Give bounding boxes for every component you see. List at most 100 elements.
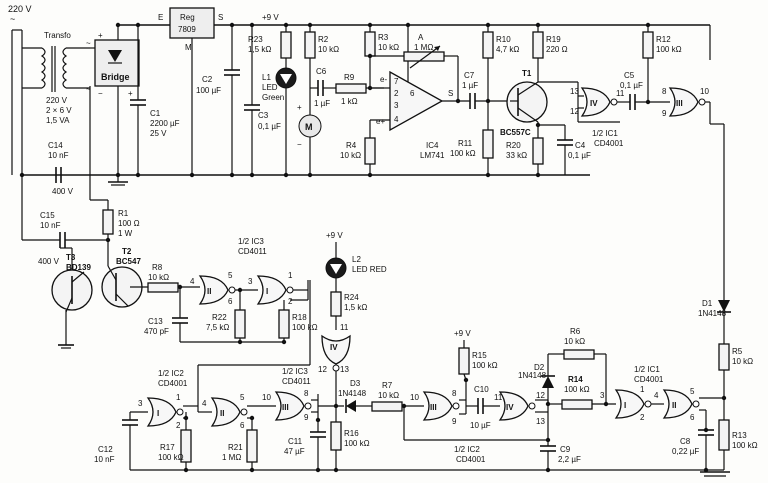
bridge-rectifier: Bridge + − ~ ~	[86, 25, 140, 175]
resistor-r1: R1 100 Ω 1 W	[89, 88, 140, 252]
c1-ref: C1	[150, 109, 161, 118]
ic2-iii-label2: CD4001	[456, 455, 486, 464]
r18-ref: R18	[292, 313, 307, 322]
bridge-plus: +	[98, 31, 103, 40]
regulator-pin-out: S	[218, 13, 223, 22]
r19-ref: R19	[546, 35, 561, 44]
pot-ref: A	[418, 33, 424, 42]
capacitor-c8: C8 0,22 µF	[672, 429, 714, 470]
opamp-pin-6: 6	[410, 89, 415, 98]
gate-ic1-ii: II 4 5 6	[654, 387, 724, 430]
ic2-i-label1: 1/2 IC2	[158, 369, 184, 378]
r10-value: 4,7 kΩ	[496, 45, 519, 54]
r11-ref: R11	[458, 139, 473, 148]
regulator-pin-gnd: M	[185, 43, 192, 52]
mains-ac-symbol: ~	[10, 14, 15, 24]
c2-ref: C2	[202, 75, 213, 84]
c7-ref: C7	[464, 71, 475, 80]
ic2-iii-in-b: 9	[452, 417, 457, 426]
mains-input: 220 V ~	[8, 4, 32, 175]
ic3-iv-out: 13	[340, 365, 349, 374]
ic1-iv-in-a: 13	[570, 87, 579, 96]
ic1-iii-roman: III	[676, 99, 683, 108]
supply-9v-r15: +9 V	[454, 329, 471, 338]
ic2-i-in-b: 2	[176, 421, 181, 430]
ic3-iv-in-b: 12	[318, 365, 327, 374]
r10-ref: R10	[496, 35, 511, 44]
ic2-ii-in-a: 5	[240, 393, 245, 402]
t2-model: BC547	[116, 257, 141, 266]
resistor-r19: R19 220 Ω	[532, 25, 568, 82]
r21-value: 1 MΩ	[222, 453, 241, 462]
pot-value: 1 MΩ	[414, 43, 433, 52]
c15-value: 10 nF	[40, 221, 61, 230]
r1-value: 100 Ω	[118, 219, 140, 228]
r21-ref: R21	[228, 443, 243, 452]
l1-color: Green	[262, 93, 284, 102]
r18-value: 100 kΩ	[292, 323, 318, 332]
ic3-i-in-a: 1	[288, 271, 293, 280]
capacitor-c6: C6 1 µF	[310, 67, 336, 108]
gate-ic1-i: I 3 1 2 1/2 IC1 CD4001	[600, 365, 664, 422]
t3-ref: T3	[66, 253, 76, 262]
c14-voltage: 400 V	[52, 187, 74, 196]
capacitor-c5: C5 0,1 µF	[620, 71, 670, 110]
r22-ref: R22	[212, 313, 227, 322]
diode-d3: D3 1N4148	[338, 379, 372, 413]
transistor-t3: T3 BD139	[51, 247, 93, 349]
transformer-primary: 220 V	[46, 96, 68, 105]
c6-ref: C6	[316, 67, 327, 76]
c8-value: 0,22 µF	[672, 447, 699, 456]
ic1-ii-out: 4	[654, 391, 659, 400]
ic2-i-roman: I	[157, 409, 159, 418]
resistor-r24: R24 1,5 kΩ	[330, 291, 367, 330]
transformer-secondary: 2 × 6 V	[46, 106, 72, 115]
opamp-in-minus: e-	[380, 75, 387, 84]
ic1-i-label2: CD4001	[634, 375, 664, 384]
c13-ref: C13	[148, 317, 163, 326]
t2-ref: T2	[122, 247, 132, 256]
c14-value: 10 nF	[48, 151, 69, 160]
r19-value: 220 Ω	[546, 45, 568, 54]
regulator-7809: Reg 7809 E M S	[158, 7, 223, 175]
r20-ref: R20	[506, 141, 521, 150]
ic1-ii-in-b: 6	[690, 413, 695, 422]
ic3-ii-label1: 1/2 IC3	[238, 237, 264, 246]
r7-value: 10 kΩ	[378, 391, 399, 400]
d3-value: 1N4148	[338, 389, 367, 398]
resistor-r18: R18 100 kΩ	[278, 300, 318, 342]
l2-value: LED RED	[352, 265, 387, 274]
motor: M + −	[297, 103, 322, 175]
ic2-ii-in-b: 6	[240, 421, 245, 430]
capacitor-c9: C9 2,2 µF	[540, 440, 581, 470]
ic2-iii-roman: III	[430, 403, 437, 412]
resistor-r2: R2 10 kΩ	[304, 25, 339, 115]
c5-ref: C5	[624, 71, 635, 80]
regulator-pin-in: E	[158, 13, 163, 22]
r3-ref: R3	[378, 33, 389, 42]
r9-value: 1 kΩ	[341, 97, 358, 106]
c14-ref: C14	[48, 141, 63, 150]
r1-ref: R1	[118, 209, 129, 218]
resistor-r11: R11 100 kΩ	[450, 101, 494, 175]
ic2-i-in-a: 1	[176, 393, 181, 402]
ic3-iv-in-a: 11	[340, 323, 349, 332]
opamp-ic4: 7 2 3 4 6 e- e+ S IC4 LM741	[370, 25, 470, 160]
ic3-iii-roman: III	[282, 403, 289, 412]
capacitor-c14: C14 10 nF 400 V	[48, 141, 74, 196]
regulator-name: Reg	[180, 13, 195, 22]
c12-ref: C12	[98, 445, 113, 454]
bridge-label: Bridge	[101, 72, 130, 82]
ground-rail	[130, 469, 730, 477]
ic3-iii-label2: CD4011	[282, 377, 311, 386]
resistor-r23: R23 1,5 kΩ	[248, 25, 292, 68]
capacitor-c1: + C1 2200 µF 25 V	[128, 25, 180, 175]
opamp-pin-4: 4	[394, 115, 399, 124]
r2-ref: R2	[318, 35, 329, 44]
resistor-r21: R21 1 MΩ	[222, 429, 258, 470]
ic2-iv-in-b: 13	[536, 417, 545, 426]
c1-voltage: 25 V	[150, 129, 167, 138]
c13-value: 470 pF	[144, 327, 169, 336]
ic3-iii-in-b: 9	[304, 413, 309, 422]
regulator-model: 7809	[178, 25, 196, 34]
